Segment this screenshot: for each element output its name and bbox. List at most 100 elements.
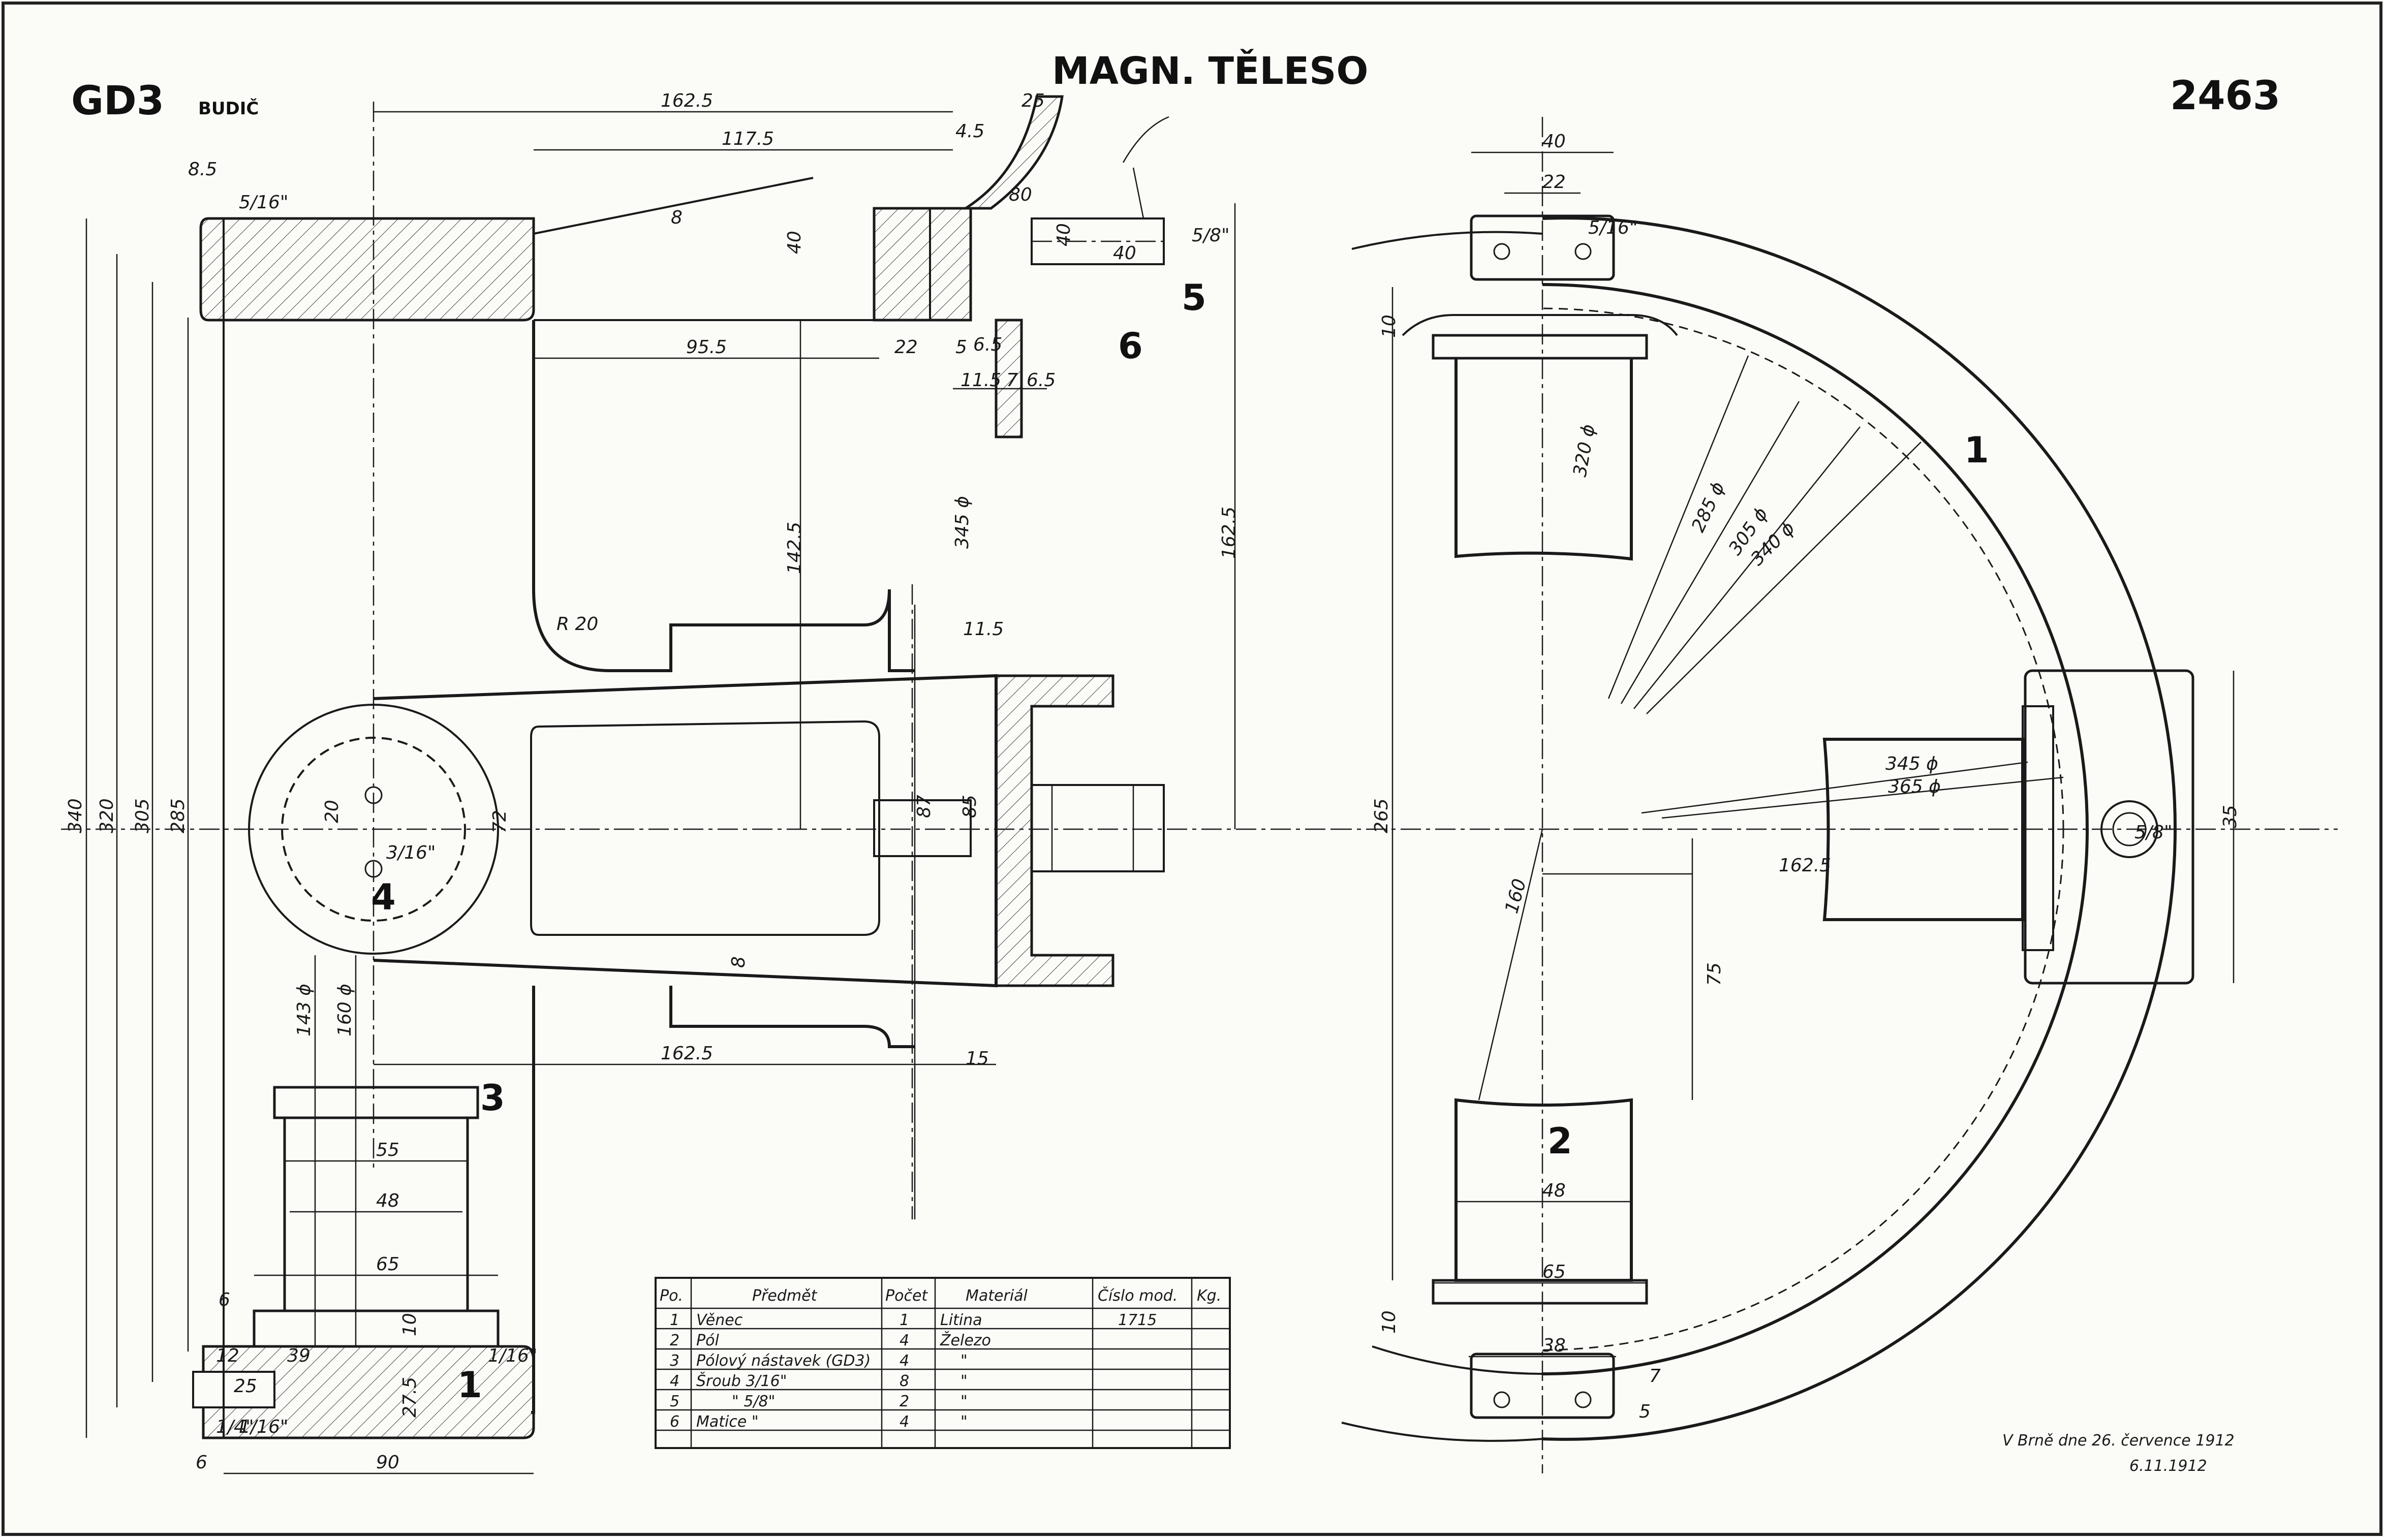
dim-6: 6 <box>219 1290 230 1310</box>
dim-r-75: 75 <box>1704 962 1725 986</box>
dim-27-5: 27.5 <box>399 1377 420 1418</box>
table-cell: 5 <box>670 1393 679 1410</box>
table-header-count: Počet <box>885 1287 928 1305</box>
part-marker-4: 4 <box>371 876 396 918</box>
table-cell: Železo <box>940 1331 991 1349</box>
drawing-subtitle: BUDIČ <box>198 98 259 119</box>
dim-r-265: 265 <box>1371 798 1392 833</box>
part-marker-6: 6 <box>1118 325 1143 367</box>
front-view-ring <box>1332 117 2338 1473</box>
signature-place-date: V Brně dne 26. července 1912 <box>2002 1432 2235 1450</box>
table-header-item: Předmět <box>752 1287 818 1305</box>
dim-r-7: 7 <box>1649 1366 1661 1387</box>
dim-8-5: 8.5 <box>188 159 217 180</box>
part-marker-2: 2 <box>1547 1120 1572 1162</box>
drawing-number: 2463 <box>2170 73 2280 119</box>
table-cell: 3 <box>670 1352 679 1370</box>
table-cell: Litina <box>940 1311 982 1329</box>
table-header-kg: Kg. <box>1197 1287 1221 1305</box>
drawing-title: MAGN. TĚLESO <box>1052 48 1368 93</box>
dim-285: 285 <box>168 798 189 833</box>
table-cell: " <box>961 1393 968 1410</box>
dim-r20: R 20 <box>556 614 598 635</box>
table-cell: " 5/8" <box>732 1393 775 1410</box>
dim-5-16: 5/16" <box>239 192 288 213</box>
dim-345-dia: 345 ϕ <box>952 496 973 549</box>
dim-r-5-16: 5/16" <box>1588 217 1637 238</box>
dim-320: 320 <box>97 798 117 833</box>
table-cell: Šroub 3/16" <box>696 1371 787 1390</box>
dim-340: 340 <box>65 798 86 833</box>
side-section-view <box>61 95 1332 1439</box>
dim-8-top: 8 <box>671 207 683 228</box>
dim-22: 22 <box>894 337 918 358</box>
dim-r-22: 22 <box>1542 172 1566 193</box>
table-cell: Věnec <box>696 1311 743 1329</box>
signature-date: 6.11.1912 <box>2129 1457 2207 1475</box>
dim-15: 15 <box>966 1048 989 1069</box>
dim-40b: 40 <box>1054 223 1074 246</box>
dim-r-65: 65 <box>1542 1262 1566 1282</box>
dim-80: 80 <box>1009 184 1032 205</box>
dim-10: 10 <box>399 1313 420 1336</box>
dim-11-5: 11.5 <box>961 370 1001 391</box>
part-markers: 6 5 1 4 3 1 2 <box>371 277 1989 1406</box>
table-cell: 4 <box>900 1413 909 1431</box>
dim-r-160: 160 <box>1501 876 1530 916</box>
dim-87: 87 <box>914 795 935 818</box>
dim-142-5: 142.5 <box>784 522 805 574</box>
table-cell: Matice " <box>696 1413 759 1431</box>
dim-160-dia: 160 ϕ <box>334 984 355 1036</box>
dim-65: 65 <box>376 1254 399 1275</box>
dim-6-5: 6.5 <box>973 334 1002 355</box>
dim-7: 7 <box>1006 370 1018 391</box>
dim-1-16: 1/16" <box>239 1417 288 1437</box>
dim-r-10b: 10 <box>1379 1310 1400 1334</box>
dim-48: 48 <box>376 1190 399 1211</box>
table-cell: 1 <box>670 1311 679 1329</box>
table-cell: 6 <box>670 1413 679 1431</box>
table-cell: 2 <box>670 1332 679 1349</box>
table-cell: 8 <box>900 1372 909 1390</box>
dim-72: 72 <box>489 810 510 833</box>
parts-table: Po. Předmět Počet Materiál Číslo mod. Kg… <box>655 1277 1231 1449</box>
dim-1-4: 1/4" <box>216 1417 254 1437</box>
dim-12: 12 <box>216 1345 239 1366</box>
table-cell: " <box>961 1372 968 1390</box>
dim-6b: 6 <box>196 1452 207 1473</box>
dim-r-48: 48 <box>1542 1180 1566 1201</box>
table-cell: Pólový nástavek (GD3) <box>696 1352 871 1370</box>
table-cell: Pól <box>696 1332 719 1349</box>
table-header-material: Materiál <box>966 1287 1028 1305</box>
dim-5-8: 5/8" <box>1192 225 1230 246</box>
table-header-pos: Po. <box>660 1287 683 1305</box>
dim-r-10: 10 <box>1379 315 1400 338</box>
dim-r-5-8: 5/8" <box>2134 822 2173 843</box>
dim-11-5b: 11.5 <box>963 619 1004 640</box>
dim-r-5: 5 <box>1639 1401 1651 1422</box>
dim-40: 40 <box>784 231 805 254</box>
table-cell: 4 <box>900 1352 909 1370</box>
part-marker-3: 3 <box>480 1077 505 1119</box>
table-cell: 1 <box>900 1311 909 1329</box>
drawing-code: GD3 <box>71 78 164 124</box>
dim-85: 85 <box>959 795 980 818</box>
dim-90: 90 <box>376 1452 399 1473</box>
dim-40c: 40 <box>1113 243 1136 264</box>
dim-r-320: 320 ϕ <box>1569 423 1599 478</box>
dim-25: 25 <box>234 1376 257 1397</box>
dim-flange: 25 <box>1021 90 1045 111</box>
dim-162-5-bottom: 162.5 <box>661 1043 713 1064</box>
dim-20: 20 <box>322 800 343 823</box>
part-marker-1: 1 <box>1964 429 1989 471</box>
dim-r-162-5: 162.5 <box>1779 855 1831 876</box>
dim-3-16: 3/16" <box>386 842 436 863</box>
dim-4-5: 4.5 <box>955 121 984 142</box>
dim-143-dia: 143 ϕ <box>294 984 315 1036</box>
dim-117-5: 117.5 <box>722 129 774 149</box>
dim-305: 305 <box>132 798 153 833</box>
part-marker-1-lower: 1 <box>457 1364 482 1406</box>
